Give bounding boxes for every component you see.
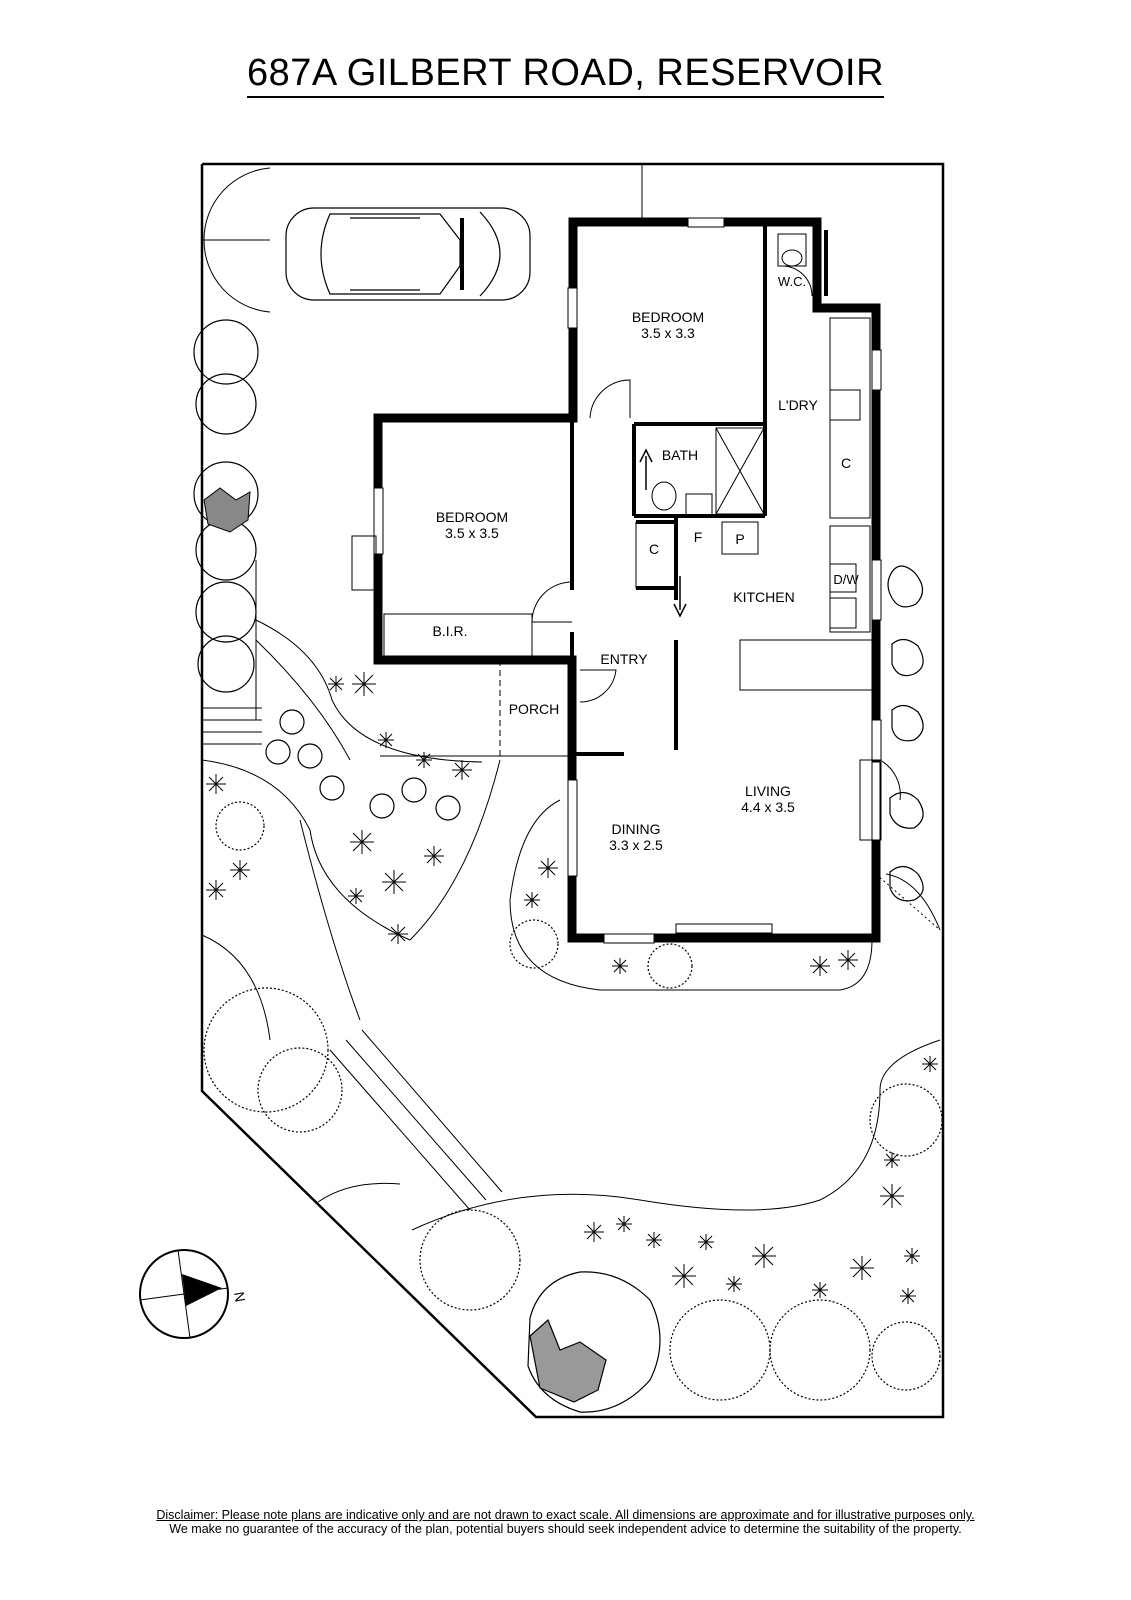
living-name: LIVING xyxy=(745,783,791,799)
entry-label: ENTRY xyxy=(600,651,648,667)
dining-name: DINING xyxy=(612,821,661,837)
trees xyxy=(203,801,943,1401)
bir-label: B.I.R. xyxy=(432,623,467,639)
cupboard-label: C xyxy=(841,455,851,471)
disclaimer-line1: Disclaimer: Please note plans are indica… xyxy=(156,1508,975,1522)
porch-label: PORCH xyxy=(509,701,560,717)
wc-label: W.C. xyxy=(778,274,806,289)
property-boundary xyxy=(200,162,945,1419)
right-stones xyxy=(887,565,924,902)
bedroom2-dims: 3.5 x 3.5 xyxy=(445,525,499,541)
dishwasher-label: D/W xyxy=(833,572,859,587)
windows xyxy=(373,217,882,944)
shrubs xyxy=(206,672,938,1304)
laundry-label: L'DRY xyxy=(778,397,818,413)
stair-arrows xyxy=(639,448,687,618)
living-dims: 4.4 x 3.5 xyxy=(741,799,795,815)
garden-outlines xyxy=(201,560,941,1231)
cupboard2-label: C xyxy=(649,541,659,557)
dining-dims: 3.3 x 2.5 xyxy=(609,837,663,853)
shaded-tree xyxy=(527,1271,661,1413)
compass-north-label: N xyxy=(231,1290,249,1303)
fridge-label: F xyxy=(694,529,703,545)
hedge-shade xyxy=(203,487,251,533)
page-title: 687A GILBERT ROAD, RESERVOIR xyxy=(0,52,1131,98)
disclaimer-line2: We make no guarantee of the accuracy of … xyxy=(169,1522,962,1536)
title-text: 687A GILBERT ROAD, RESERVOIR xyxy=(246,52,885,98)
internal-walls xyxy=(570,226,828,756)
disclaimer: Disclaimer: Please note plans are indica… xyxy=(0,1508,1131,1536)
compass xyxy=(139,1249,229,1339)
gate xyxy=(203,167,271,313)
kitchen-label: KITCHEN xyxy=(733,589,794,605)
pantry-label: P xyxy=(735,531,744,547)
room-labels: BEDROOM 3.5 x 3.3 BEDROOM 3.5 x 3.5 W.C.… xyxy=(432,274,859,853)
fixtures xyxy=(380,233,941,931)
chimney xyxy=(351,535,377,591)
car xyxy=(285,207,531,301)
stepping-stones xyxy=(265,709,461,821)
bedroom2-name: BEDROOM xyxy=(436,509,508,525)
bedroom1-name: BEDROOM xyxy=(632,309,704,325)
bath-label: BATH xyxy=(662,447,698,463)
bedroom1-dims: 3.5 x 3.3 xyxy=(641,325,695,341)
